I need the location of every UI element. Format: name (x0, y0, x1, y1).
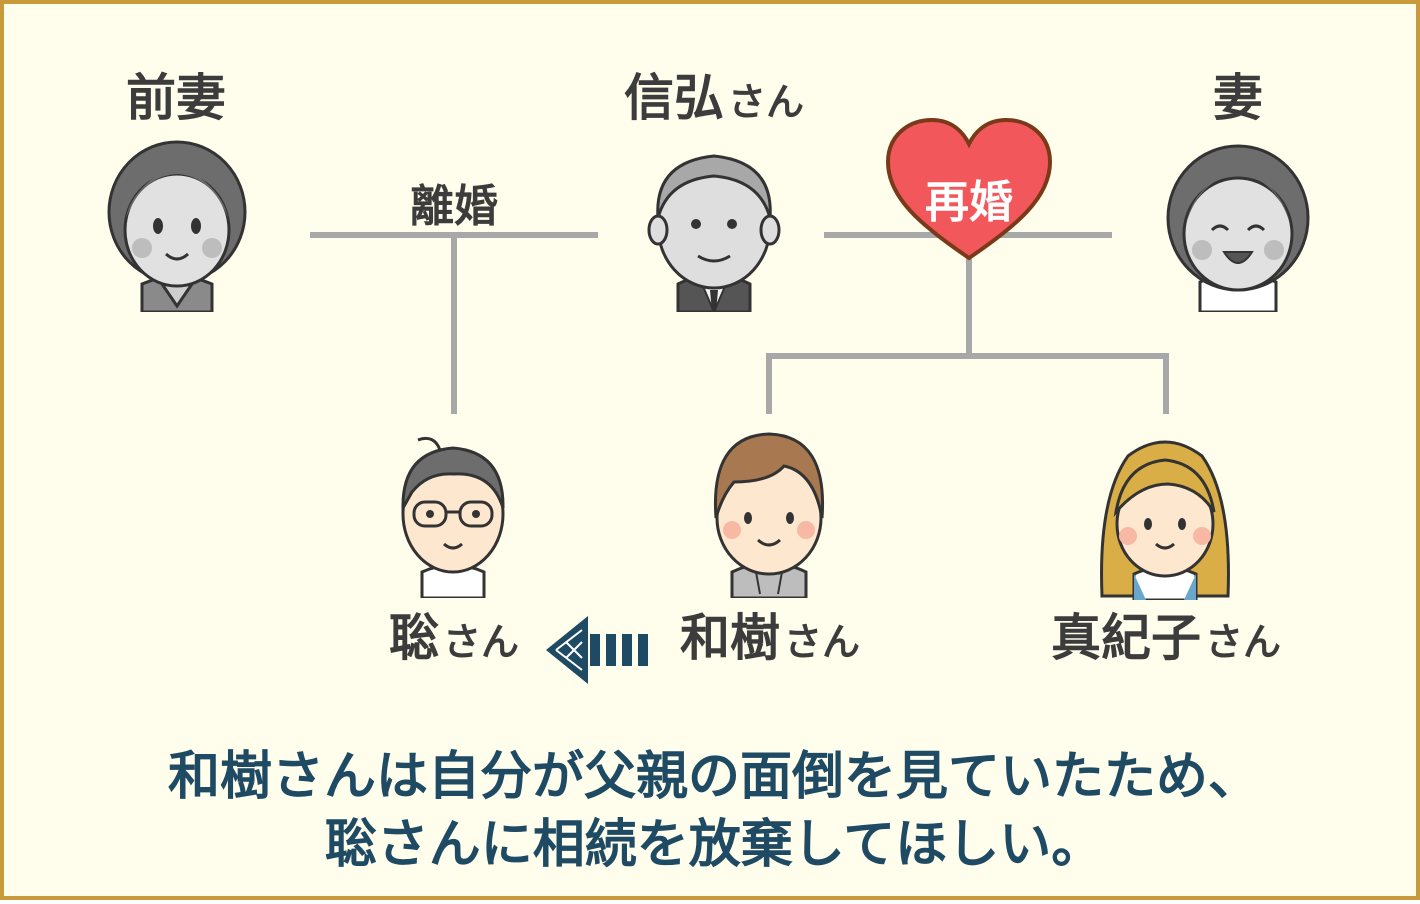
remarriage-label: 再婚 (925, 177, 1013, 228)
nobuhiro-label: 信弘さん (623, 69, 805, 127)
kazuki-label: 和樹さん (679, 609, 861, 667)
satoshi-label: 聡さん (388, 609, 520, 667)
wife-avatar (1166, 144, 1310, 312)
nobuhiro-avatar (647, 154, 781, 312)
caption-line-2: 聡さんに相続を放棄してほしい。 (324, 815, 1104, 875)
satoshi-avatar (401, 436, 505, 598)
heart-icon (885, 117, 1053, 261)
caption-line-1: 和樹さんは自分が父親の面倒を見ていたため、 (167, 747, 1260, 807)
ex-wife-avatar (107, 140, 247, 312)
divorce-label: 離婚 (410, 181, 498, 232)
kazuki-avatar (713, 432, 825, 598)
ex-wife-label: 前妻 (126, 69, 226, 127)
makiko-label: 真紀子さん (1050, 609, 1282, 667)
left-arrow-icon (546, 616, 648, 684)
makiko-avatar (1100, 440, 1230, 600)
wife-label: 妻 (1213, 69, 1263, 127)
